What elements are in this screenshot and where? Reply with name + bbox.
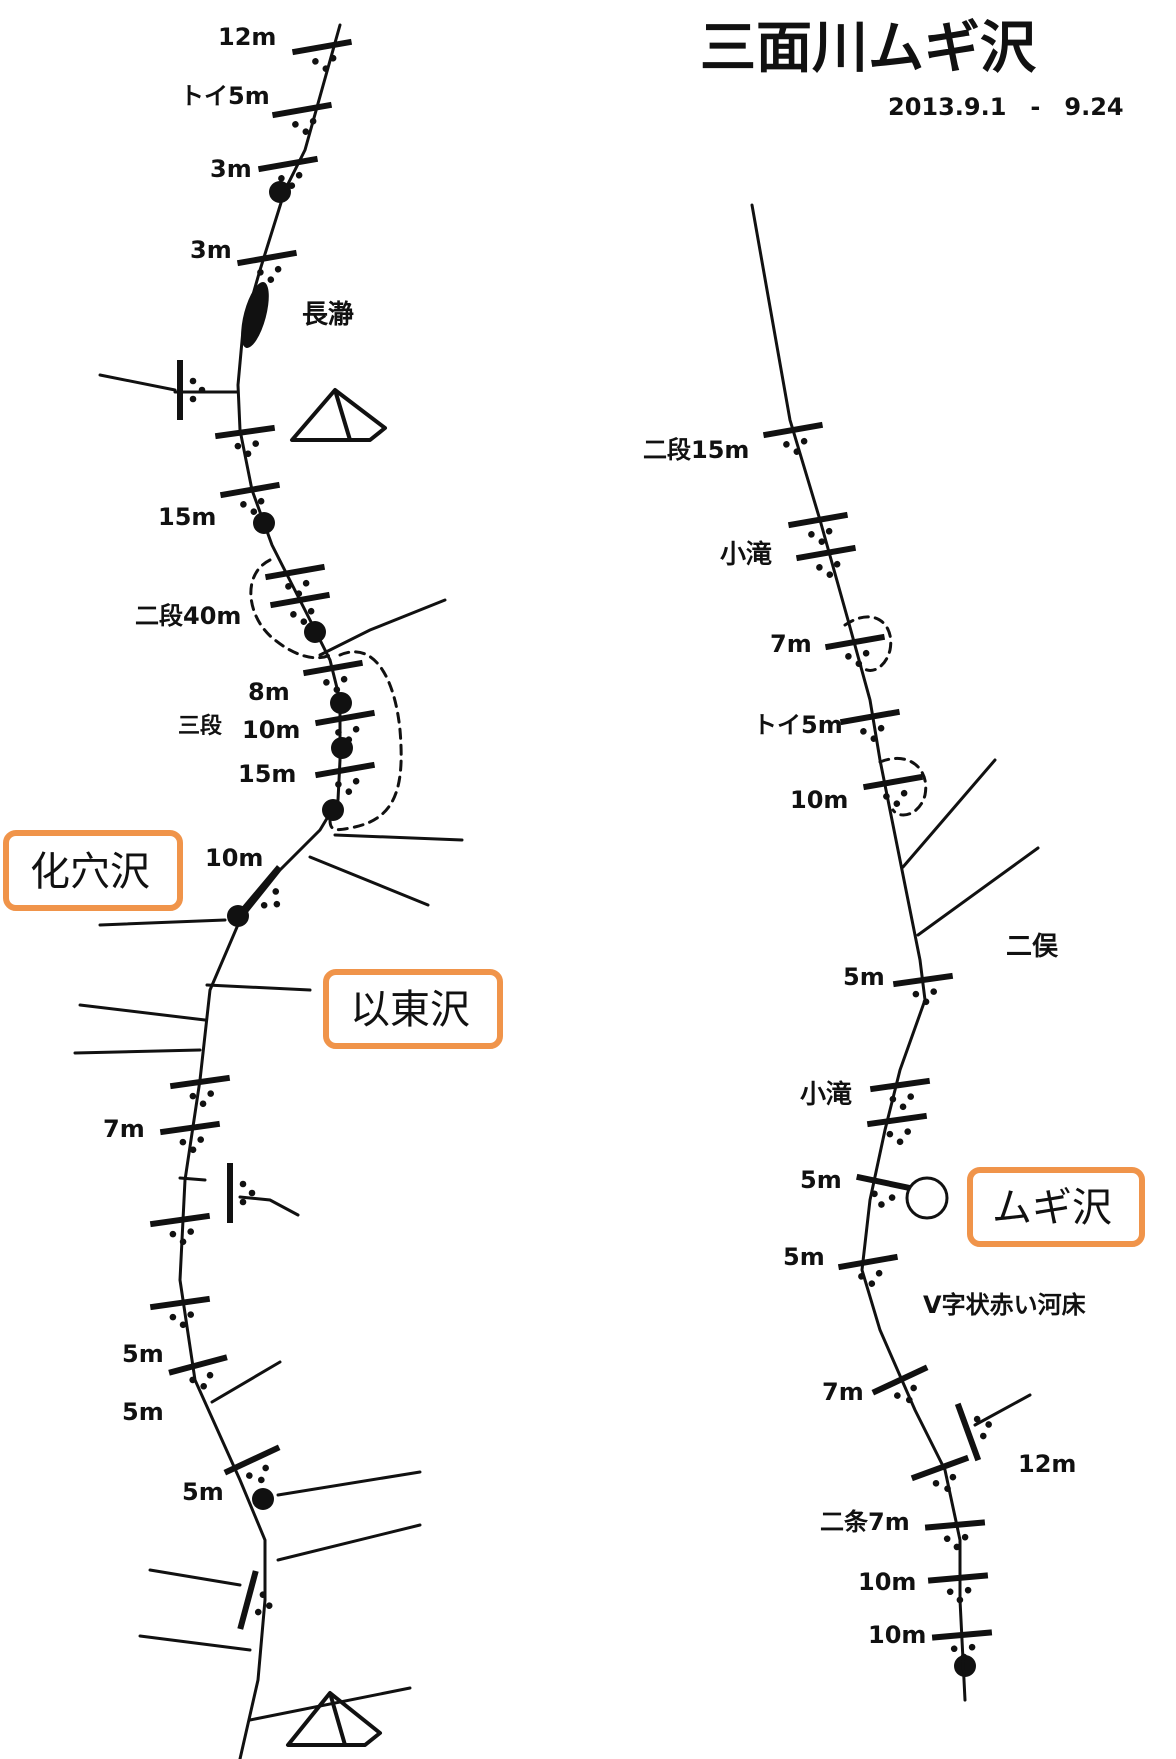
left-main-channel: [178, 23, 342, 1759]
nagatoro-pool-mark: [241, 282, 269, 348]
label-5m-a: 5m: [122, 1340, 164, 1368]
label-12m: 12m: [218, 23, 276, 51]
label-12m-r: 12m: [1018, 1450, 1076, 1478]
box-mugi-label: ムギ沢: [992, 1185, 1112, 1231]
right-main-channel: [750, 203, 967, 1702]
right-bypass-route-2: [878, 756, 928, 817]
label-kotaki-2: 小滝: [800, 1080, 852, 1110]
box-itou-sawa: 以東沢: [323, 969, 503, 1049]
label-7m: 7m: [103, 1115, 145, 1143]
page-title: 三面川ムギ沢: [700, 16, 1037, 81]
label-10m-r: 10m: [790, 786, 848, 814]
left-bypass-route-2: [328, 650, 403, 832]
label-5m-r-c: 5m: [783, 1243, 825, 1271]
date-range: 2013.9.1 - 9.24: [888, 93, 1124, 121]
label-15m: 15m: [158, 503, 216, 531]
box-mugi-sawa: ムギ沢: [967, 1167, 1145, 1247]
label-sandan: 三段: [178, 713, 222, 739]
right-waterfall-marks: [763, 425, 1002, 1663]
label-3m-b: 3m: [190, 236, 232, 264]
label-8m: 8m: [248, 678, 290, 706]
left-waterfall-marks: [150, 42, 379, 1636]
box-itou-label: 以東沢: [350, 987, 470, 1033]
camp-tent-icon: [290, 388, 387, 442]
left-labels: 12m トイ5m 3m 3m 長瀞 15m 二段40m 三段 8m 10m 15…: [103, 23, 354, 1506]
label-nidan15m: 二段15m: [643, 436, 749, 464]
left-bypass-route-1: [249, 558, 332, 660]
label-3m-a: 3m: [210, 155, 252, 183]
right-bypass-route-1: [843, 615, 893, 672]
label-5m-c: 5m: [182, 1478, 224, 1506]
left-plunge-pools: [227, 181, 976, 1677]
label-futamata: 二俣: [1006, 932, 1059, 962]
label-toi5m-r: トイ5m: [753, 711, 843, 739]
camp-tent-icon: [286, 1691, 382, 1747]
label-kotaki-1: 小滝: [720, 540, 772, 570]
label-10m-r-b: 10m: [868, 1621, 926, 1649]
label-nidan40m: 二段40m: [135, 602, 241, 630]
label-5m-r-a: 5m: [843, 963, 885, 991]
right-labels: 二段15m 小滝 7m トイ5m 10m 二俣 5m 小滝 5m 5m V字状赤…: [643, 436, 1086, 1649]
left-stream: [73, 23, 464, 1759]
label-7m-r: 7m: [770, 630, 812, 658]
box-kebora-label: 化穴沢: [30, 849, 150, 895]
mugi-sawa-point-marker: [905, 1176, 949, 1220]
label-15m-b: 15m: [238, 760, 296, 788]
label-nagatoro: 長瀞: [302, 300, 354, 330]
right-stream: [750, 203, 1040, 1702]
box-kebora-sawa: 化穴沢: [3, 830, 183, 911]
label-10m-r-a: 10m: [858, 1568, 916, 1596]
label-nijo7m: 二条7m: [820, 1508, 910, 1536]
label-toi5m: トイ5m: [180, 82, 270, 110]
label-5m-r-b: 5m: [800, 1166, 842, 1194]
label-10m-b: 10m: [205, 844, 263, 872]
label-v-shaped-red-bed: V字状赤い河床: [923, 1291, 1086, 1319]
label-10m-a: 10m: [242, 716, 300, 744]
label-7m-r-b: 7m: [822, 1378, 864, 1406]
label-5m-b: 5m: [122, 1398, 164, 1426]
